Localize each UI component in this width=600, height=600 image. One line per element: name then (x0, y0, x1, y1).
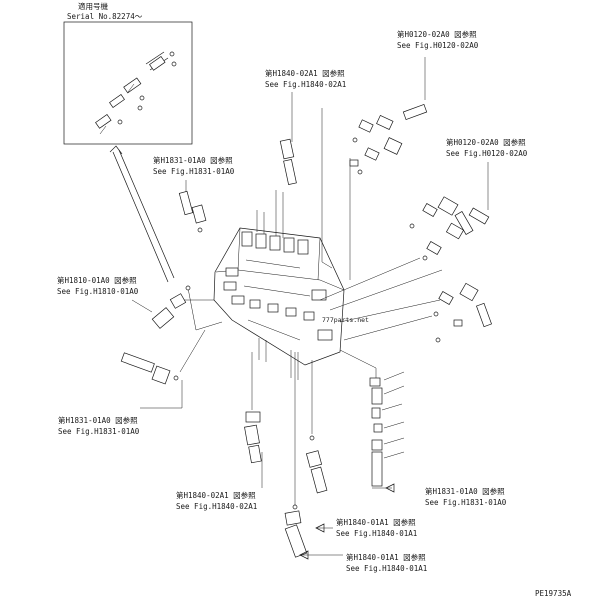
right-fittings (409, 196, 492, 343)
reference-arrows (299, 483, 395, 560)
ref-h0120-right-en: See Fig.H0120-02A0 (446, 149, 528, 158)
ref-callout-h1840-02a1-top: 第H1840-02A1 図参照 See Fig.H1840-02A1 (265, 68, 346, 89)
ref-h1840-bottom-jp: 第H1840-02A1 図参照 (176, 490, 256, 500)
ref-callout-h0120-top: 第H0120-02A0 図参照 See Fig.H0120-02A0 (397, 29, 479, 50)
ref-callout-h1831-right: 第H1831-01A0 図参照 See Fig.H1831-01A0 (425, 486, 507, 507)
ref-callout-h1831-left: 第H1831-01A0 図参照 See Fig.H1831-01A0 (58, 415, 140, 436)
ref-h1831-right-jp: 第H1831-01A0 図参照 (425, 486, 505, 496)
ref-h1810-en: See Fig.H1810-01A0 (57, 287, 139, 296)
ref-h1831-left-en: See Fig.H1831-01A0 (58, 427, 140, 436)
inset-serial: Serial No.82274～ (67, 12, 143, 21)
ref-h1831-right-en: See Fig.H1831-01A0 (425, 498, 507, 507)
ref-callout-h1840-01a1-b: 第H1840-01A1 図参照 See Fig.H1840-01A1 (346, 552, 427, 573)
valve-bracket-plates (187, 190, 299, 380)
ref-h1840-bottom-en: See Fig.H1840-02A1 (176, 502, 257, 511)
inset-hose-fittings (95, 51, 177, 135)
ref-h0120-top-en: See Fig.H0120-02A0 (397, 41, 479, 50)
ref-h1831-ul-en: See Fig.H1831-01A0 (153, 167, 235, 176)
inset-pointer-arrow (109, 145, 175, 283)
ref-callout-h0120-right: 第H0120-02A0 図参照 See Fig.H0120-02A0 (446, 137, 528, 158)
ref-h1831-left-jp: 第H1831-01A0 図参照 (58, 415, 138, 425)
ref-h1831-ul-jp: 第H1831-01A0 図参照 (153, 155, 233, 165)
ref-h1840-top-en: See Fig.H1840-02A1 (265, 80, 346, 89)
ref-h1840-01a1-b-jp: 第H1840-01A1 図参照 (346, 552, 426, 562)
ref-h1840-top-jp: 第H1840-02A1 図参照 (265, 68, 345, 78)
ref-callout-h1810: 第H1810-01A0 図参照 See Fig.H1810-01A0 (57, 275, 139, 296)
ref-callout-h1840-01a1-a: 第H1840-01A1 図参照 See Fig.H1840-01A1 (336, 517, 417, 538)
serial-inset: 適用号機 Serial No.82274～ (63, 1, 193, 145)
inset-frame (63, 21, 193, 145)
ref-callout-h1831-upper-left: 第H1831-01A0 図参照 See Fig.H1831-01A0 (153, 155, 235, 176)
drawing-number: PE19735A (535, 589, 572, 598)
ref-h0120-top-jp: 第H0120-02A0 図参照 (397, 29, 477, 39)
right-vertical-fittings (369, 371, 405, 487)
ref-h0120-right-jp: 第H0120-02A0 図参照 (446, 137, 526, 147)
leader-lines (131, 57, 489, 556)
valve-spool-caps (223, 231, 333, 341)
control-valve-body (213, 227, 345, 366)
upper-right-fittings (349, 104, 428, 175)
ref-h1840-01a1-a-jp: 第H1840-01A1 図参照 (336, 517, 416, 527)
left-fittings (120, 138, 297, 385)
ref-callout-h1840-02a1-bottom: 第H1840-02A1 図参照 See Fig.H1840-02A1 (176, 490, 257, 511)
ref-h1840-01a1-b-en: See Fig.H1840-01A1 (346, 564, 427, 573)
inset-title: 適用号機 (78, 1, 108, 11)
watermark-text: 777parts.net (322, 316, 369, 324)
lower-fittings (244, 411, 328, 558)
ref-h1840-01a1-a-en: See Fig.H1840-01A1 (336, 529, 417, 538)
ref-h1810-jp: 第H1810-01A0 図参照 (57, 275, 137, 285)
